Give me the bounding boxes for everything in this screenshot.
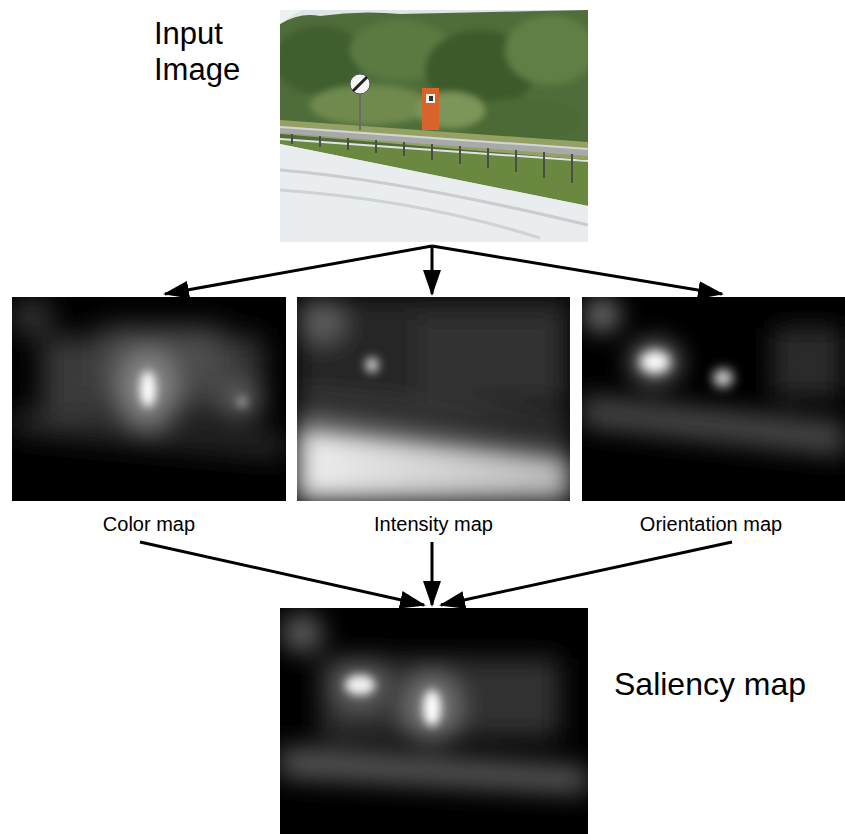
feature-map: Orientation map	[582, 297, 840, 540]
node-label: Intensity map	[297, 513, 570, 536]
input-image: Input Image	[150, 8, 590, 244]
phone-panel	[426, 94, 435, 103]
round-sign	[350, 74, 370, 94]
flow-arrow	[431, 246, 434, 294]
node-label: Input Image	[154, 16, 278, 87]
flow-arrow	[432, 246, 722, 294]
flow-arrow	[140, 542, 424, 605]
sign-stripe	[353, 77, 367, 91]
saliency-map: Saliency map	[280, 608, 840, 830]
guardrail	[280, 126, 588, 156]
road	[280, 144, 588, 242]
sign-pole	[359, 92, 361, 130]
flow-arrow	[165, 246, 432, 294]
input-photo	[280, 10, 588, 242]
node-label: Saliency map	[614, 666, 836, 703]
node-label: Orientation map	[582, 513, 840, 536]
feature-map: Intensity map	[297, 297, 570, 540]
tire-mark	[280, 170, 588, 225]
flow-arrow	[441, 542, 732, 605]
sky-corner	[280, 10, 302, 24]
intensity-map-image	[297, 297, 570, 501]
feature-map: Color map	[12, 297, 286, 540]
emergency-phone	[422, 88, 439, 130]
flow-arrow	[431, 542, 434, 605]
color-map-image	[12, 297, 286, 501]
phone-icon	[429, 96, 433, 101]
node-label: Color map	[12, 513, 286, 536]
saliency-map-image	[280, 608, 588, 834]
orientation-map-image	[582, 297, 845, 501]
tire-mark	[280, 190, 540, 238]
foliage	[280, 15, 588, 142]
